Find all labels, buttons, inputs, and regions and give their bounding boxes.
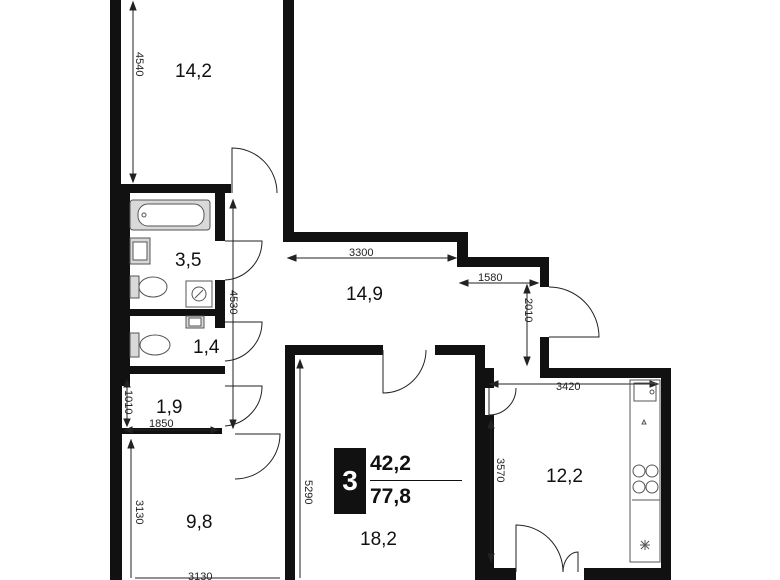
dimension-label: 3130	[133, 500, 145, 524]
wall	[540, 337, 549, 375]
walls	[110, 0, 671, 580]
bathtub-drain-icon	[141, 212, 147, 218]
wall	[215, 193, 225, 241]
door-swing	[548, 286, 600, 338]
stove-burner-icon	[645, 464, 659, 478]
door-swing	[562, 551, 579, 573]
kitchen-bin-icon	[641, 418, 647, 425]
asterisk-icon	[640, 540, 650, 550]
room-labels: 14,2 3,5 1,4 1,9 14,9 9,8 18,2 12,2	[156, 61, 583, 550]
room-area-storage: 1,9	[156, 397, 182, 418]
door-swing	[224, 240, 263, 281]
wall	[121, 184, 231, 193]
room-area-bottom-left: 9,8	[186, 512, 212, 533]
wall	[475, 345, 485, 580]
room-area-wc: 1,4	[193, 337, 220, 358]
washing-machine-drum-icon	[191, 286, 207, 302]
wall	[484, 568, 516, 580]
total-area: 77,8	[370, 485, 411, 508]
wall	[122, 366, 225, 374]
stove-burner-icon	[632, 480, 646, 494]
wall	[484, 415, 494, 580]
stove-burner-icon	[645, 480, 659, 494]
stove-burner-icon	[632, 464, 646, 478]
wall	[484, 368, 494, 388]
living-area: 42,2	[370, 448, 462, 481]
room-area-bathroom: 3,5	[175, 250, 201, 271]
dimension-labels: 4540 3300 1580 2010 4530 1010 1850 3420 …	[122, 52, 580, 580]
wall	[285, 345, 295, 580]
wall	[283, 0, 294, 195]
wall	[435, 345, 485, 355]
dimension-label: 1850	[149, 418, 173, 430]
rooms-count: 3	[334, 448, 366, 514]
wall	[285, 345, 383, 355]
dimension-label: 1580	[478, 272, 502, 284]
dimension-label: 4530	[227, 290, 239, 314]
dimension-lines	[123, 0, 660, 579]
dimension-label: 3130	[188, 571, 212, 580]
wall	[215, 316, 225, 328]
dimension-label: 1010	[122, 390, 134, 414]
wall	[215, 280, 225, 310]
wall	[110, 185, 122, 580]
wall	[584, 568, 664, 580]
wall	[457, 257, 549, 267]
room-area-kitchen: 12,2	[546, 466, 583, 487]
wall	[110, 0, 121, 190]
wall	[122, 309, 225, 316]
washing-machine	[185, 280, 213, 308]
fixtures	[129, 199, 661, 563]
wall	[122, 428, 222, 434]
wall	[122, 193, 130, 313]
dimension-label: 4540	[133, 52, 145, 76]
door-swing	[234, 433, 281, 480]
wall	[540, 257, 549, 287]
dimension-label: 2010	[522, 298, 534, 322]
dimension-label: 3300	[349, 247, 373, 259]
door-swing	[515, 524, 564, 573]
toilet-bowl	[138, 276, 168, 298]
room-area-hall: 14,9	[346, 284, 383, 305]
wall	[457, 232, 468, 264]
area-badge: 3 42,2 77,8	[334, 448, 462, 514]
dimension-label: 5290	[302, 480, 314, 504]
room-area-top-left: 14,2	[175, 61, 212, 82]
wc-toilet-tank	[129, 332, 140, 358]
wall	[283, 190, 294, 240]
wc-toilet-bowl	[139, 334, 171, 356]
faucet-icon	[649, 389, 655, 395]
door-swing	[382, 349, 427, 394]
wall	[661, 368, 671, 580]
kitchen-counter	[629, 379, 661, 563]
door-swing	[224, 321, 263, 362]
dimension-label: 3570	[494, 458, 506, 482]
wall	[283, 232, 468, 242]
toilet-tank	[129, 275, 140, 299]
dimension-label: 3420	[556, 381, 580, 393]
wall	[122, 374, 130, 386]
room-area-middle: 18,2	[360, 529, 397, 550]
bathtub-inner	[137, 203, 205, 227]
wall	[122, 316, 130, 371]
wall	[540, 368, 670, 378]
door-swing	[488, 387, 517, 416]
door-swing	[231, 147, 278, 194]
kitchen-sink	[633, 382, 657, 402]
